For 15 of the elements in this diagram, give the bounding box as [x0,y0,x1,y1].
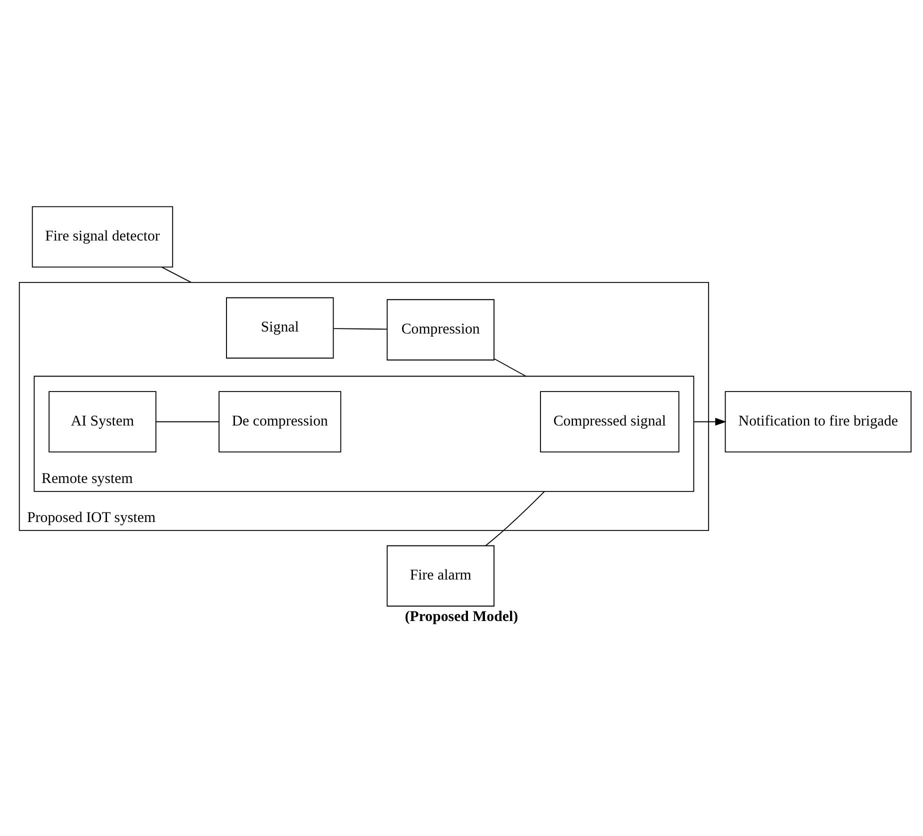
node-box: Compression [386,298,494,360]
connector [494,358,526,376]
connector [161,266,192,282]
node-box: AI System [48,390,156,452]
connector [156,420,220,422]
connector [485,490,545,546]
caption: (Proposed Model) [404,608,518,624]
arrow [693,417,726,426]
node-box: De compression [218,390,342,452]
node-box: Notification to fire brigade [724,390,912,452]
node-box: Fire alarm [386,544,494,606]
node-box: Signal [226,296,334,358]
connector [333,328,388,330]
node-box: Compressed signal [540,390,680,452]
node-box: Fire signal detector [32,206,174,268]
